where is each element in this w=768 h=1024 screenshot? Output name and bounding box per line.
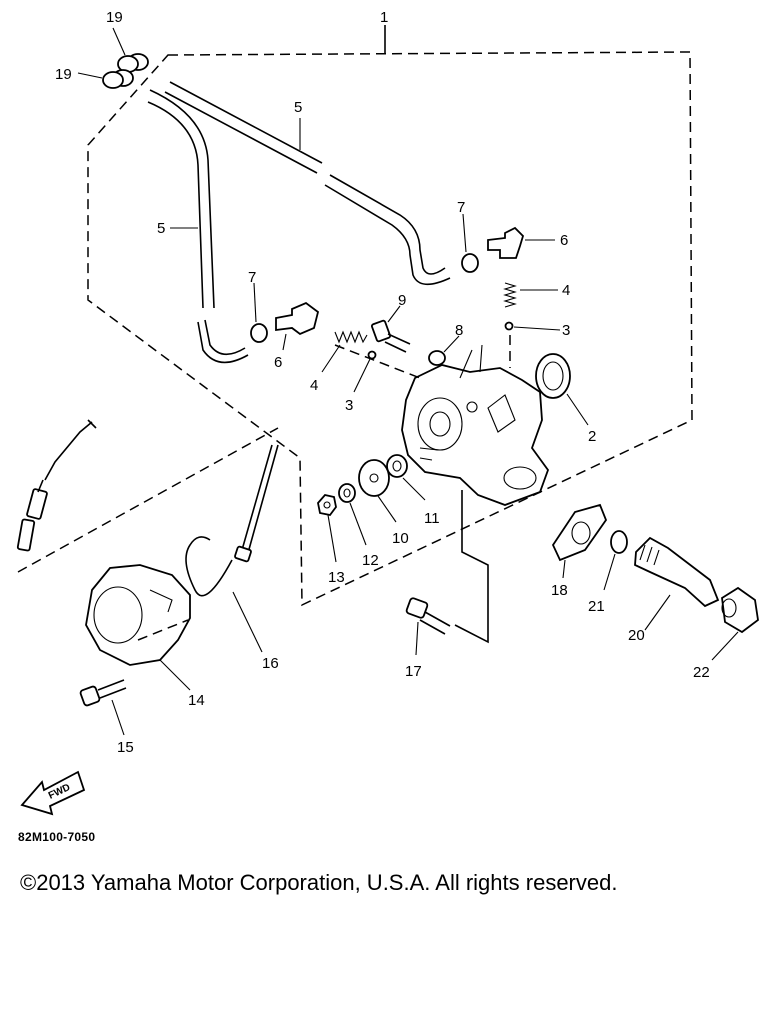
shaft-bracket-line: [454, 490, 489, 644]
callout-14: 14: [188, 692, 205, 709]
part-21-oring: [603, 530, 628, 591]
callout-20: 20: [628, 627, 645, 644]
callout-3-right: 3: [562, 322, 570, 339]
assembly-number: 1: [380, 9, 388, 26]
callout-17: 17: [405, 663, 422, 680]
callout-6-right: 6: [560, 232, 568, 249]
callout-16: 16: [262, 655, 279, 672]
callout-11: 11: [424, 510, 440, 527]
part-9-bolt: [371, 305, 411, 353]
fwd-arrow-icon: FWD: [20, 770, 86, 816]
part-2-oil-seal: [535, 353, 589, 426]
part-5-hose-upper: [164, 81, 451, 286]
assembly-boundary: 1: [87, 9, 693, 607]
callout-4-right: 4: [562, 282, 570, 299]
part-6-elbow-right: [487, 226, 555, 259]
copyright-notice: ©2013 Yamaha Motor Corporation, U.S.A. A…: [20, 870, 618, 895]
part-19-cap-upper: [112, 27, 149, 73]
section-divider: [17, 427, 279, 573]
part-20-shaft: [634, 536, 720, 631]
part-4-spring-right: [503, 282, 558, 308]
part-5-hose-left: [147, 89, 249, 364]
callout-6-left: 6: [274, 354, 282, 371]
part-7-collar-right: [461, 213, 479, 273]
exploded-parts-diagram: 1 19 19 5 5 7 7: [16, 9, 759, 816]
part-17-bolt: [405, 597, 451, 656]
callout-22: 22: [693, 664, 710, 681]
part-14-cover: [85, 564, 191, 691]
part-3-ball-right: [504, 321, 561, 331]
callout-4-left: 4: [310, 377, 318, 394]
part-11-washer: [386, 454, 426, 501]
sensor-cable: [16, 419, 97, 552]
callout-7-right: 7: [457, 199, 465, 216]
callout-5-left: 5: [157, 220, 165, 237]
part-22-cap: [711, 586, 759, 661]
part-13-nut: [317, 494, 337, 563]
part-10-gear: [358, 459, 397, 523]
diagram-code: 82M100-7050: [18, 830, 96, 844]
part-15-bolt: [79, 679, 127, 736]
callout-19-lower: 19: [55, 66, 72, 83]
callout-9: 9: [398, 292, 406, 309]
callout-8: 8: [455, 322, 463, 339]
callout-2: 2: [588, 428, 596, 445]
part-18-gasket: [551, 503, 608, 579]
callout-18: 18: [551, 582, 568, 599]
callout-3-left: 3: [345, 397, 353, 414]
part-3-ball-left: [353, 350, 377, 393]
part-7-collar-left: [250, 282, 268, 343]
callout-5-upper: 5: [294, 99, 302, 116]
leader-dash-center: [334, 344, 421, 379]
callout-10: 10: [392, 530, 409, 547]
callout-21: 21: [588, 598, 605, 615]
pump-body: [401, 344, 550, 506]
callout-7-left: 7: [248, 269, 256, 286]
part-4-spring-left: [321, 330, 368, 373]
part-6-elbow-left: [275, 301, 320, 351]
part-8-washer: [428, 335, 460, 366]
callout-19-upper: 19: [106, 9, 123, 26]
callout-12: 12: [362, 552, 379, 569]
part-16-tube: [185, 444, 279, 653]
callout-13: 13: [328, 569, 345, 586]
part-12-washer: [338, 483, 367, 546]
leader-dash-cover: [137, 619, 189, 641]
callout-15: 15: [117, 739, 134, 756]
part-19-cap-lower: [77, 69, 134, 89]
